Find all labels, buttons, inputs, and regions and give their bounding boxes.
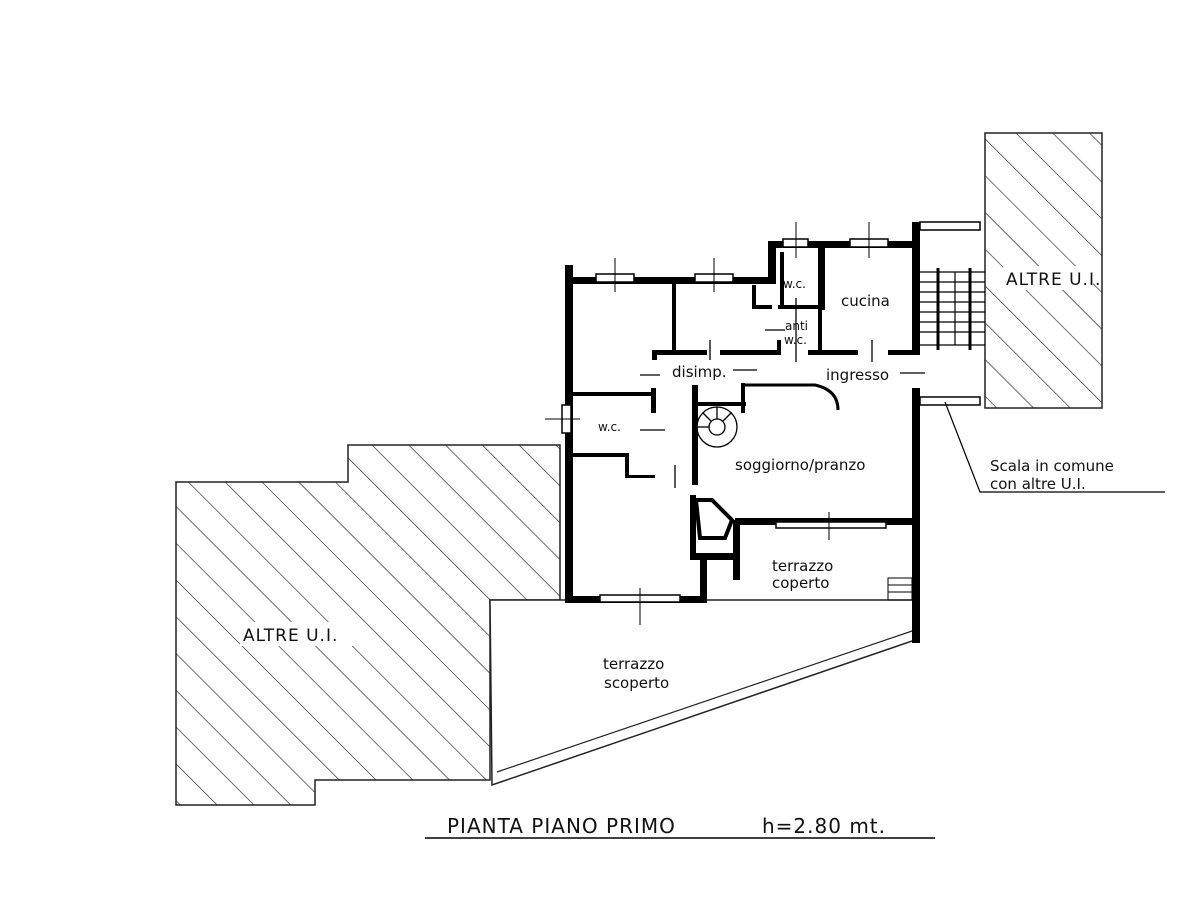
door-marks [640, 298, 925, 488]
spiral-stair-icon [696, 406, 738, 448]
room-label-wc-left: w.c. [598, 420, 621, 434]
room-label-cucina: cucina [841, 292, 890, 310]
annotation-line-1: Scala in comune [990, 457, 1114, 475]
annotation-leader [944, 401, 1165, 493]
terrace-edge-line [496, 629, 916, 773]
room-label-anti-wc: w.c. [784, 333, 807, 347]
room-label-terrazzo-scoperto-2: scoperto [604, 674, 669, 692]
altre-ui-left-label: ALTRE U.I. [243, 626, 338, 646]
common-stair [920, 268, 985, 350]
room-label-terrazzo-scoperto: terrazzo [603, 655, 664, 673]
room-label-soggiorno: soggiorno/pranzo [735, 456, 865, 474]
annotation-line-2: con altre U.I. [990, 475, 1086, 493]
label-backdrop [240, 622, 360, 646]
label-backdrop [1003, 266, 1093, 290]
terrazzo-scoperto-outline [489, 599, 916, 787]
plan-title: PIANTA PIANO PRIMO [447, 814, 676, 838]
room-label-anti: anti [785, 319, 808, 333]
curved-wall [745, 383, 840, 411]
altre-ui-right-label: ALTRE U.I. [1006, 270, 1101, 290]
windows [545, 221, 981, 625]
plan-height: h=2.80 mt. [762, 814, 886, 838]
room-label-wc-top: w.c. [783, 277, 806, 291]
terrace-steps [887, 577, 913, 601]
room-label-terrazzo-coperto: terrazzo [772, 557, 833, 575]
fireplace [693, 498, 735, 540]
room-label-ingresso: ingresso [826, 366, 889, 384]
room-label-disimp: disimp. [672, 363, 727, 381]
room-label-terrazzo-coperto-2: coperto [772, 574, 829, 592]
